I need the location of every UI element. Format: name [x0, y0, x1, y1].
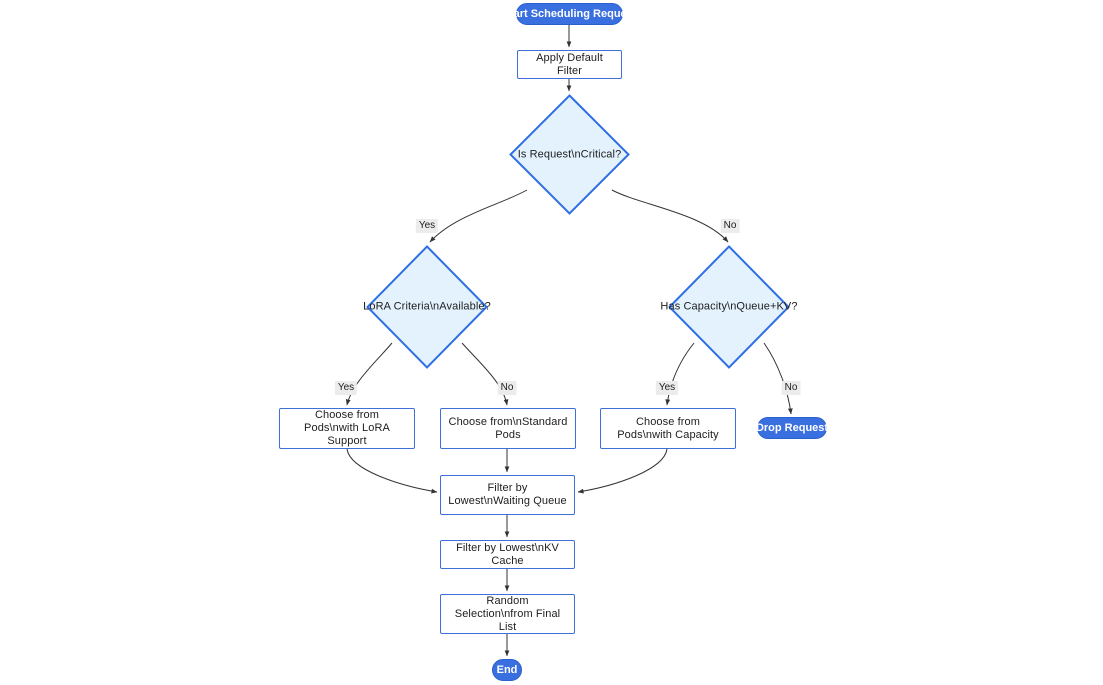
node-choose-standard-pods[interactable]: Choose from\nStandard Pods — [440, 408, 576, 449]
node-is-request-critical[interactable]: Is Request\nCritical? — [509, 94, 630, 215]
edge-critical-to-lora — [429, 189, 528, 243]
node-start-scheduling-request[interactable]: Start Scheduling Request — [503, 3, 636, 25]
node-label: Choose from Pods\nwith Capacity — [617, 415, 719, 441]
diamond-shape — [509, 94, 630, 215]
node-end[interactable]: End — [492, 659, 522, 681]
node-label: Filter by Lowest\nKV Cache — [456, 541, 559, 567]
edge-label-capacity-no: No — [781, 381, 801, 395]
diamond-shape — [668, 245, 790, 369]
edge-label-critical-no: No — [720, 219, 740, 233]
node-label: Start Scheduling Request — [502, 8, 637, 20]
node-label: Apply Default Filter — [536, 51, 603, 77]
node-label: End — [496, 664, 518, 676]
node-filter-lowest-waiting-queue[interactable]: Filter by Lowest\nWaiting Queue — [440, 475, 575, 515]
edge-label-lora-no: No — [497, 381, 517, 395]
node-label: Has Capacity\nQueue+KV? — [660, 300, 798, 313]
edge-lora-to-lorapods — [345, 342, 393, 406]
node-label: Random Selection\nfrom Final List — [454, 594, 561, 633]
node-label: Choose from Pods\nwith LoRA Support — [304, 409, 390, 447]
node-choose-pods-with-capacity[interactable]: Choose from Pods\nwith Capacity — [600, 408, 736, 449]
edge-critical-to-capacity — [611, 189, 729, 243]
edge-lorapods-to-waiting — [346, 448, 438, 494]
edge-capacity-to-drop — [763, 342, 793, 415]
node-has-capacity-queue-kv[interactable]: Has Capacity\nQueue+KV? — [660, 245, 797, 369]
edge-cappods-to-waiting — [577, 448, 668, 494]
edge-label-capacity-yes: Yes — [655, 381, 679, 395]
node-label: LoRA Criteria\nAvailable? — [363, 300, 491, 313]
edge-lora-to-stdpods — [461, 342, 509, 406]
diamond-shape — [366, 245, 488, 369]
node-drop-request[interactable]: Drop Request — [755, 417, 829, 439]
node-label: Choose from\nStandard Pods — [448, 415, 568, 441]
edge-label-critical-yes: Yes — [415, 219, 439, 233]
node-label: Filter by Lowest\nWaiting Queue — [448, 482, 567, 507]
node-apply-default-filter[interactable]: Apply Default Filter — [517, 50, 622, 79]
node-lora-criteria-available[interactable]: LoRA Criteria\nAvailable? — [363, 245, 491, 369]
edge-label-lora-yes: Yes — [334, 381, 358, 395]
edge-capacity-to-cappods — [665, 342, 695, 406]
node-random-selection-final-list[interactable]: Random Selection\nfrom Final List — [440, 594, 575, 634]
node-choose-pods-with-lora-support[interactable]: Choose from Pods\nwith LoRA Support — [279, 408, 415, 449]
node-filter-lowest-kv-cache[interactable]: Filter by Lowest\nKV Cache — [440, 540, 575, 569]
node-label: Is Request\nCritical? — [517, 148, 622, 160]
node-label: Drop Request — [755, 422, 829, 434]
